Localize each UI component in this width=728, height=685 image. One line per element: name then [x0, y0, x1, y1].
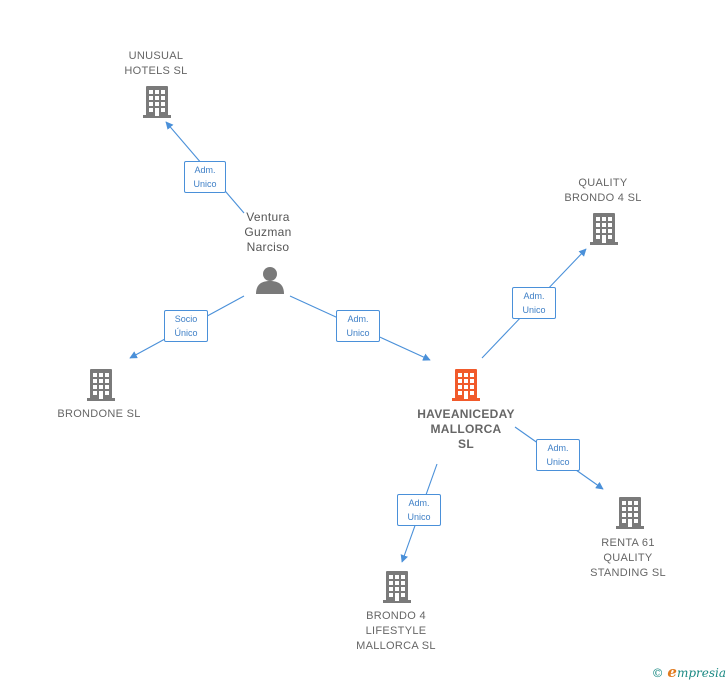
- node-label-brondo4[interactable]: BRONDO 4 LIFESTYLE MALLORCA SL: [356, 610, 436, 652]
- building-icon-unusual-hotels[interactable]: [143, 86, 171, 118]
- node-label-haveaniceday[interactable]: HAVEANICEDAY MALLORCA SL: [417, 407, 515, 451]
- brand-logo: © empresia: [652, 663, 726, 681]
- edge-label-ventura-have: Adm. Unico: [336, 310, 380, 342]
- node-label-ventura[interactable]: Ventura Guzman Narciso: [244, 210, 292, 254]
- edge-label-ventura-unusual: Adm. Unico: [184, 161, 226, 193]
- node-label-brondone[interactable]: BRONDONE SL: [57, 408, 141, 420]
- building-icon-quality-brondo[interactable]: [590, 213, 618, 245]
- copyright-symbol: ©: [651, 666, 664, 680]
- node-label-unusual-hotels[interactable]: UNUSUAL HOTELS SL: [124, 50, 188, 77]
- edge-label-have-brondo4: Adm. Unico: [397, 494, 441, 526]
- node-label-quality-brondo[interactable]: QUALITY BRONDO 4 SL: [564, 177, 642, 204]
- edge-label-have-quality: Adm. Unico: [512, 287, 556, 319]
- building-icon-renta61[interactable]: [616, 497, 644, 529]
- person-icon[interactable]: [256, 267, 284, 294]
- building-icon-brondo4[interactable]: [383, 571, 411, 603]
- edge-label-ventura-brondone: Socio Único: [164, 310, 208, 342]
- node-label-renta61[interactable]: RENTA 61 QUALITY STANDING SL: [590, 537, 666, 579]
- building-icon-brondone[interactable]: [87, 369, 115, 401]
- building-icon-haveaniceday[interactable]: [452, 369, 480, 401]
- brand-initial: e: [667, 663, 677, 681]
- edge-label-have-renta: Adm. Unico: [536, 439, 580, 471]
- brand-name: mpresia: [676, 666, 726, 680]
